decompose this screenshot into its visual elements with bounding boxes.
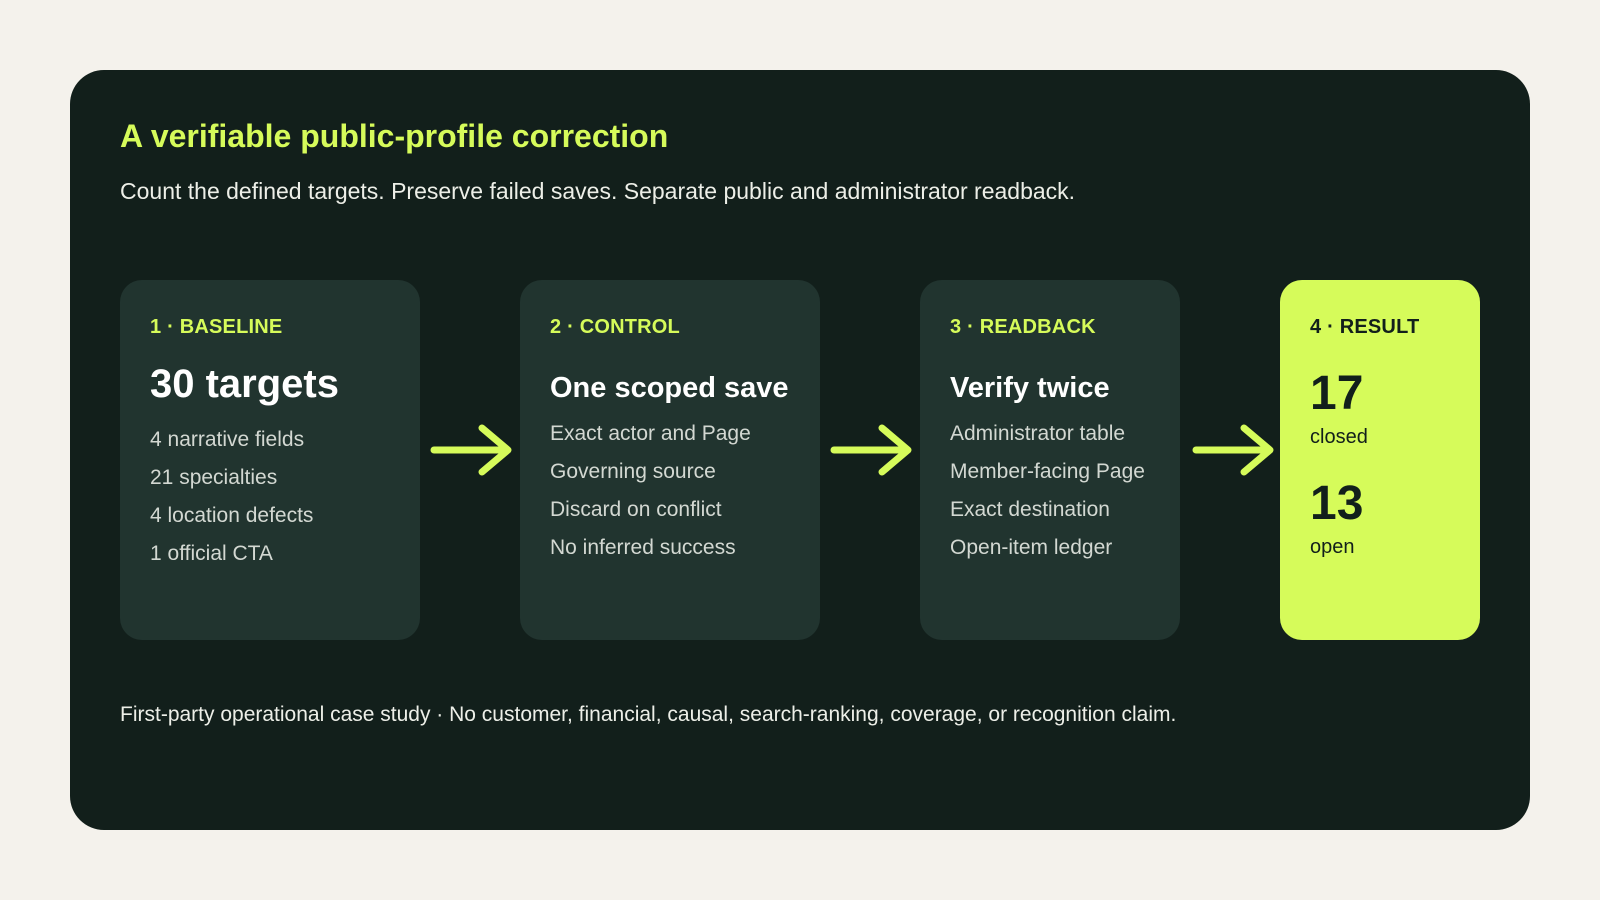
list-item: 21 specialties xyxy=(150,466,278,489)
list-item: 4 location defects xyxy=(150,504,314,527)
step-headline: Verify twice xyxy=(950,372,1110,404)
arrow-right-icon xyxy=(1192,424,1274,476)
step-card-readback: 3 · READBACK Verify twice Administrator … xyxy=(920,280,1180,640)
closed-label: closed xyxy=(1310,426,1368,448)
list-item: Member-facing Page xyxy=(950,460,1145,483)
arrow-right-icon xyxy=(430,424,512,476)
list-item: 4 narrative fields xyxy=(150,428,305,451)
step-label: 3 · READBACK xyxy=(950,316,1096,338)
list-item: Open-item ledger xyxy=(950,536,1113,559)
step-label: 4 · RESULT xyxy=(1310,316,1420,338)
step-label: 2 · CONTROL xyxy=(550,316,680,338)
footer-note: First-party operational case study · No … xyxy=(120,703,1177,726)
open-count: 13 xyxy=(1310,477,1364,530)
step-label: 1 · BASELINE xyxy=(150,316,283,338)
step-item-list: Administrator table Member-facing Page E… xyxy=(950,422,1145,574)
list-item: Exact actor and Page xyxy=(550,422,751,445)
step-headline: 30 targets xyxy=(150,362,339,406)
step-item-list: Exact actor and Page Governing source Di… xyxy=(550,422,751,574)
step-headline: One scoped save xyxy=(550,372,789,404)
step-card-result: 4 · RESULT 17 closed 13 open xyxy=(1280,280,1480,640)
open-label: open xyxy=(1310,536,1355,558)
list-item: Administrator table xyxy=(950,422,1126,445)
arrow-right-icon xyxy=(830,424,912,476)
case-study-panel: A verifiable public-profile correction C… xyxy=(70,70,1530,830)
step-item-list: 4 narrative fields 21 specialties 4 loca… xyxy=(150,428,313,580)
list-item: Governing source xyxy=(550,460,716,483)
diagram-title: A verifiable public-profile correction xyxy=(120,118,669,154)
list-item: Exact destination xyxy=(950,498,1110,521)
list-item: 1 official CTA xyxy=(150,542,273,565)
list-item: Discard on conflict xyxy=(550,498,722,521)
step-card-control: 2 · CONTROL One scoped save Exact actor … xyxy=(520,280,820,640)
list-item: No inferred success xyxy=(550,536,736,559)
step-card-baseline: 1 · BASELINE 30 targets 4 narrative fiel… xyxy=(120,280,420,640)
closed-count: 17 xyxy=(1310,367,1364,420)
diagram-subtitle: Count the defined targets. Preserve fail… xyxy=(120,178,1076,204)
